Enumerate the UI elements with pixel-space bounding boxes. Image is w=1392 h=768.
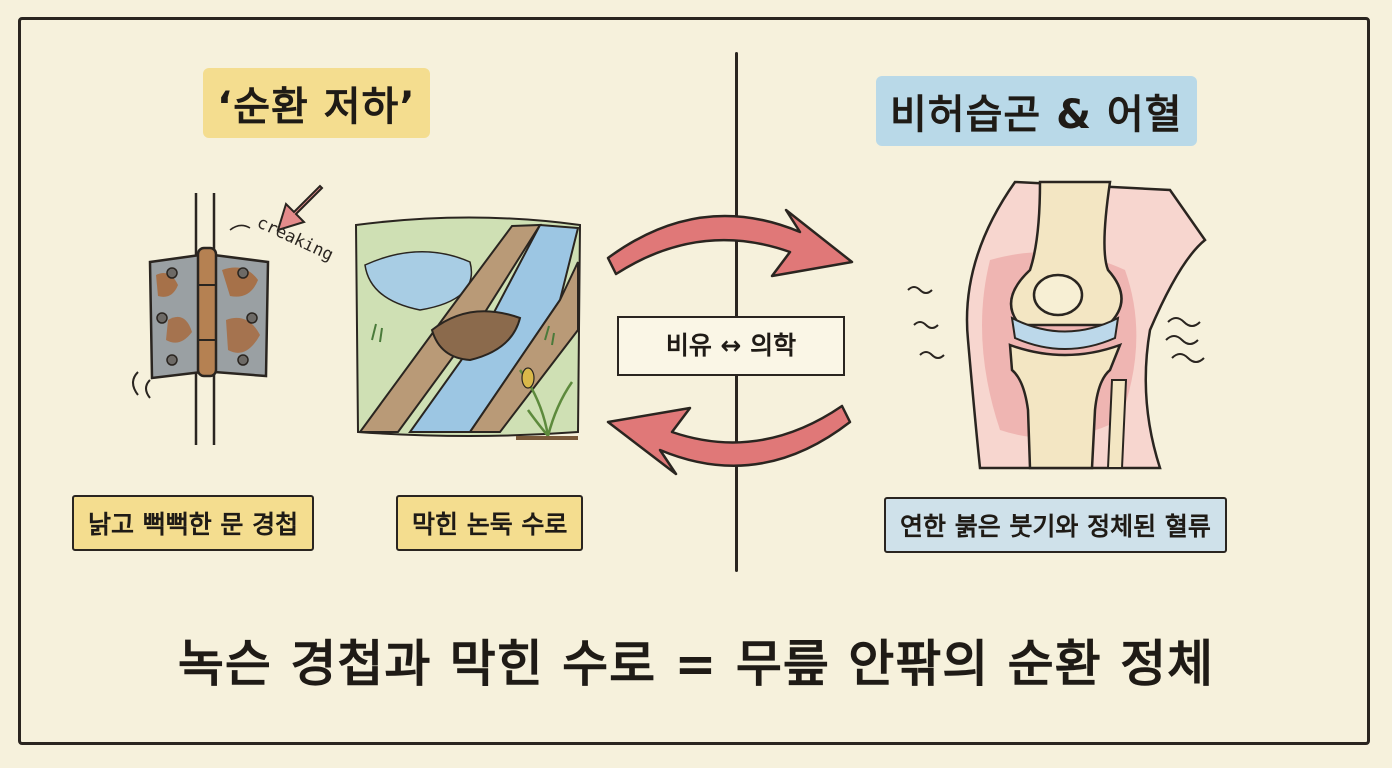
bottom-caption: 녹슨 경첩과 막힌 수로 = 무릎 안팎의 순환 정체 [177, 635, 1215, 693]
knee-label: 연한 붉은 붓기와 정체된 혈류 [884, 497, 1227, 553]
center-divider [735, 52, 738, 572]
knee-joint-illustration [907, 180, 1207, 470]
right-panel-title: 비허습곤 & 어혈 [876, 76, 1197, 146]
hinge-label: 낡고 뻑뻑한 문 경첩 [72, 495, 315, 551]
ditch-label: 막힌 논둑 수로 [396, 495, 584, 551]
outer-frame [18, 17, 1370, 745]
analogy-medicine-box: 비유 ↔ 의학 [617, 316, 845, 376]
left-panel-title: ‘순환 저하’ [203, 68, 430, 138]
blocked-ditch-illustration [354, 216, 582, 440]
cycle-arrows [606, 208, 854, 476]
rusty-hinge-illustration [132, 184, 324, 445]
